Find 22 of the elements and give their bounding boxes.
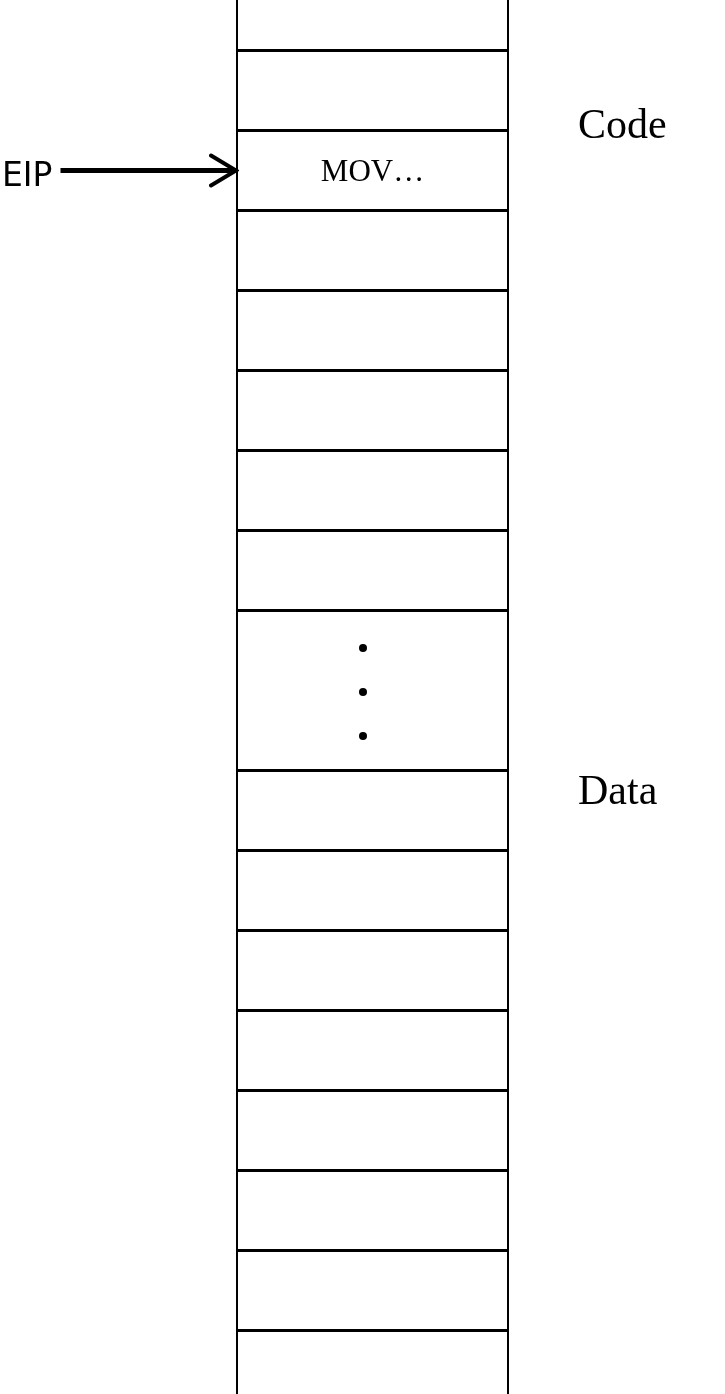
memory-cell [236, 1330, 509, 1394]
memory-cell [236, 370, 509, 451]
memory-cell [236, 1010, 509, 1091]
memory-cell [236, 770, 509, 851]
memory-cell [236, 210, 509, 291]
register-label: EIP [2, 155, 53, 194]
memory-cell [236, 130, 509, 211]
memory-cell [236, 450, 509, 531]
memory-cell [236, 1170, 509, 1251]
memory-cell [236, 0, 509, 51]
memory-cell [236, 290, 509, 371]
memory-cell [236, 50, 509, 131]
section-label: Data [578, 766, 658, 814]
memory-cell [236, 610, 509, 771]
section-label: Code [578, 100, 667, 148]
memory-cell [236, 530, 509, 611]
memory-cell [236, 850, 509, 931]
memory-cell [236, 930, 509, 1011]
memory-cell [236, 1090, 509, 1171]
memory-cell [236, 1250, 509, 1331]
arrow [60, 153, 238, 188]
instruction-text: MOV… [320, 152, 425, 189]
